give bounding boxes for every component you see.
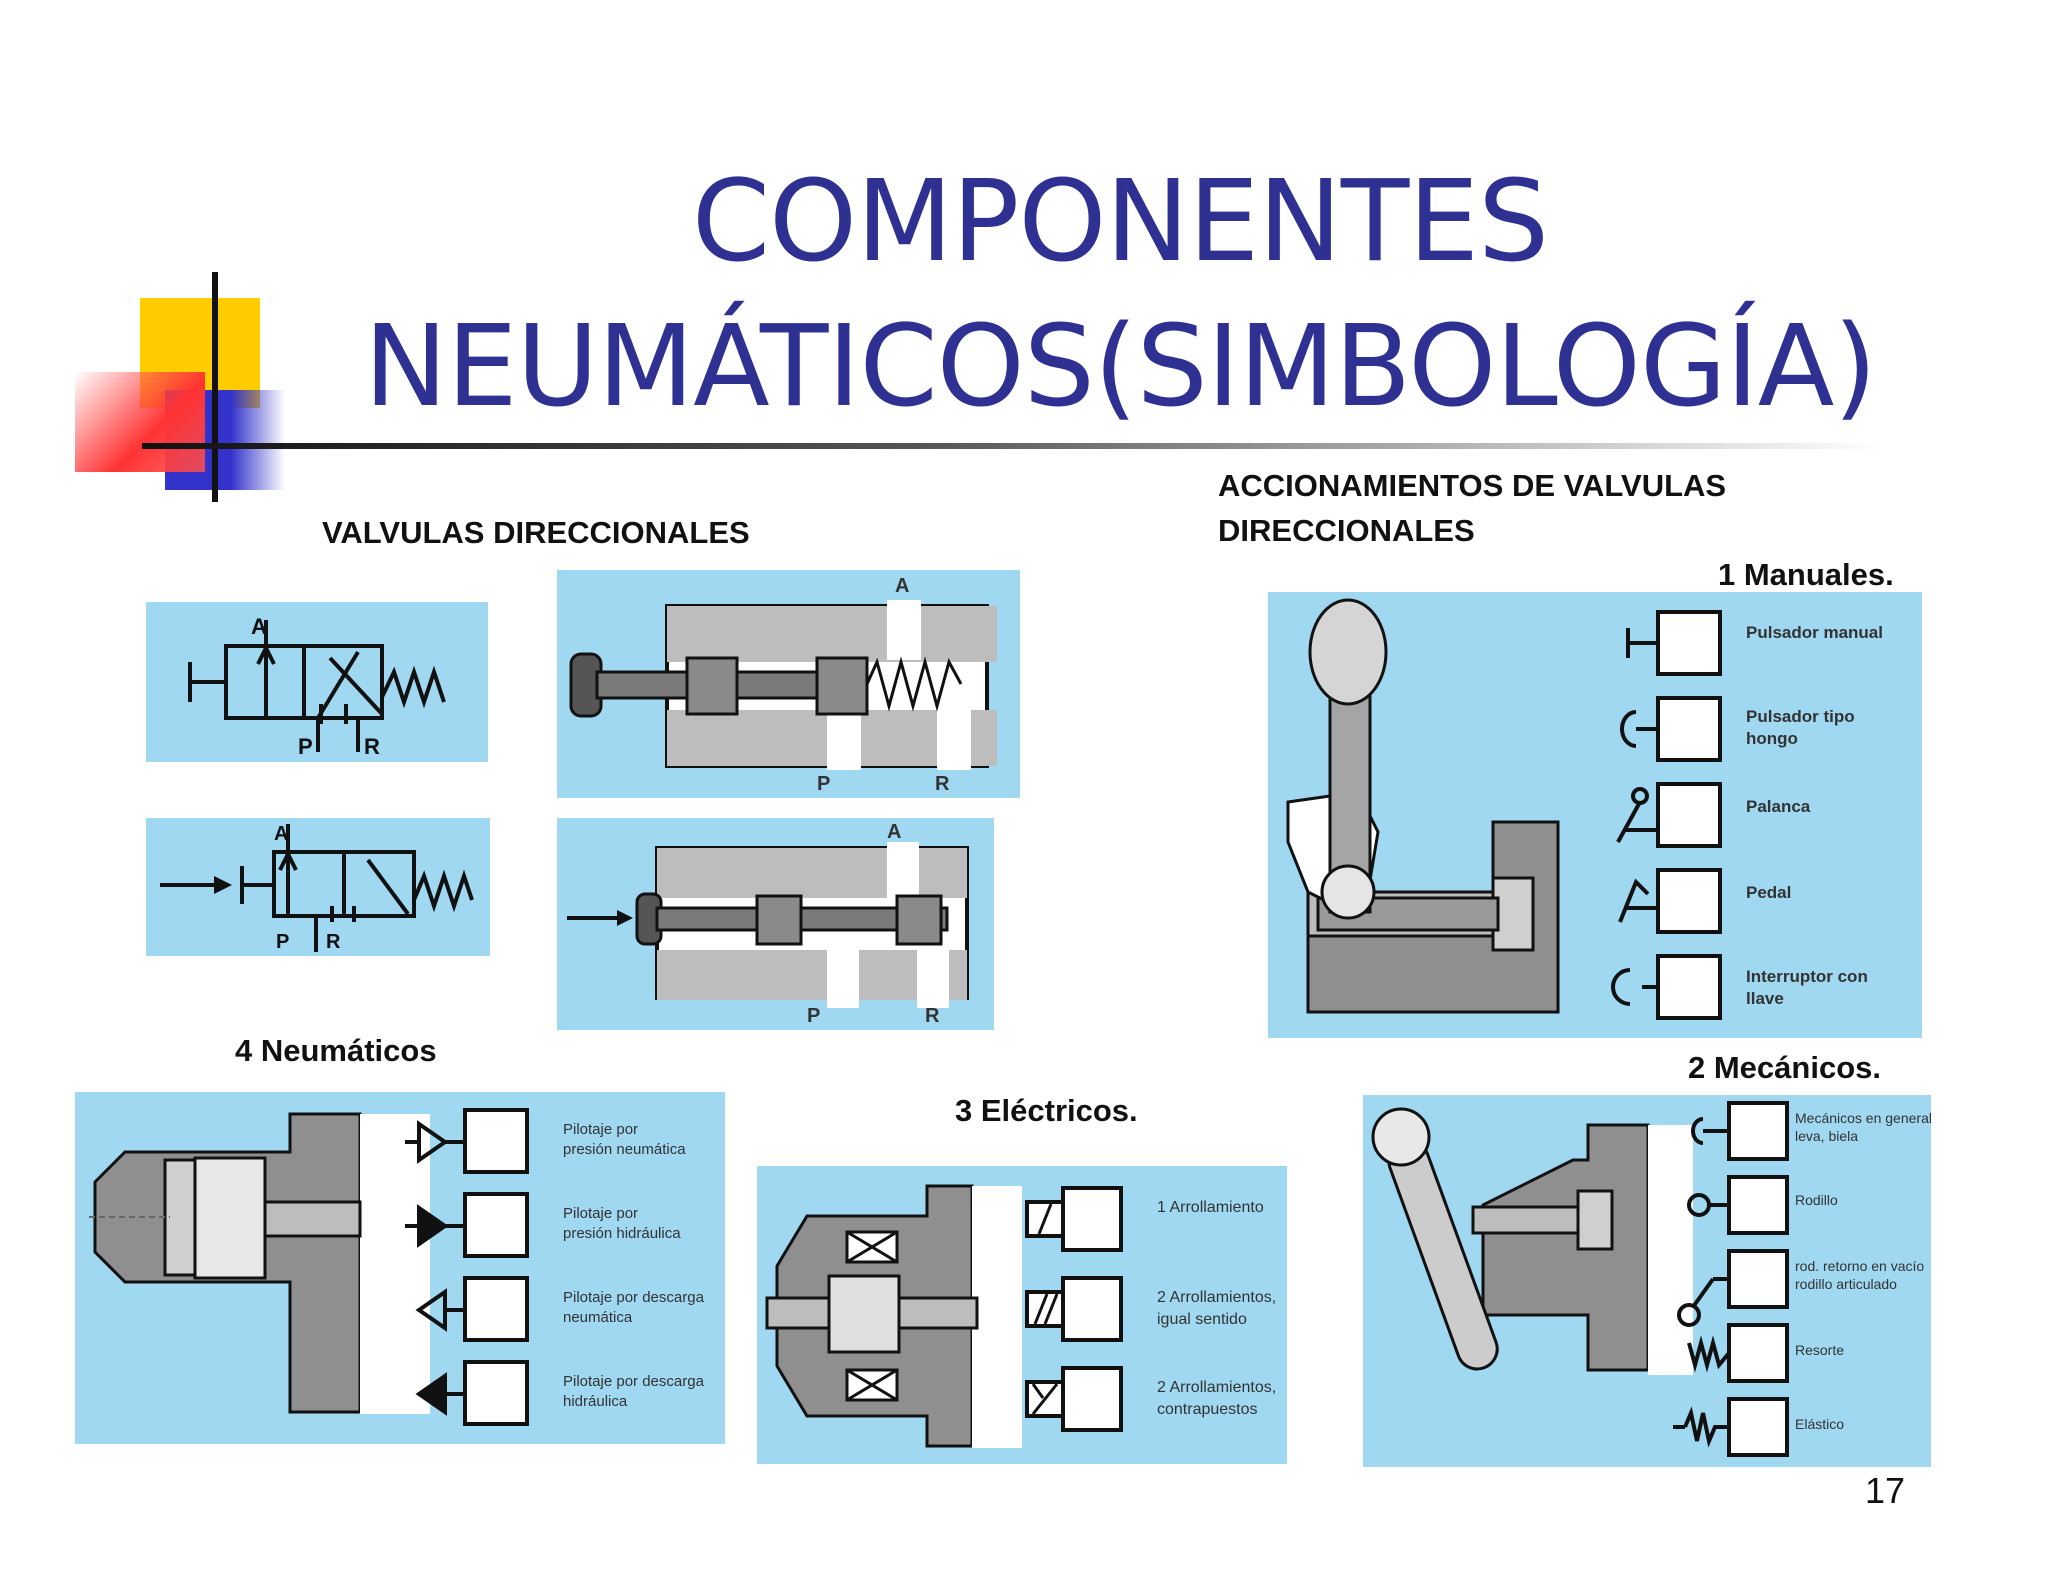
mec-item-5-text: Elástico — [1795, 1416, 1844, 1432]
manual-item-5-text: Interruptor con — [1746, 967, 1868, 986]
neum-item-4-text: Pilotaje por descarga — [563, 1373, 705, 1390]
manual-item-4-text: Pedal — [1746, 883, 1791, 902]
cutaway-port-a: A — [895, 575, 909, 597]
cutaway-port-a-2: A — [887, 821, 901, 843]
neum-item-1-text: Pilotaje por — [563, 1121, 638, 1138]
elec-item-3-text: 2 Arrollamientos, — [1157, 1379, 1276, 1396]
elec-item-2-text: 2 Arrollamientos, — [1157, 1289, 1276, 1306]
label-electricos: 3 Eléctricos. — [955, 1093, 1138, 1128]
neumaticos-symbols — [463, 1108, 529, 1426]
mecanicos-diagram: Mecánicos en general leva, biela Rodillo… — [1371, 1101, 1931, 1457]
deco-red-square — [75, 372, 205, 472]
mecanicos-symbols — [1727, 1101, 1789, 1457]
mec-item-1-text: Mecánicos en general — [1795, 1110, 1931, 1126]
mec-item-2-text: Rodillo — [1795, 1192, 1838, 1208]
label-accionamientos-line2: DIRECCIONALES — [1218, 513, 1475, 548]
valve-cutaway-manual-diagram: A P R — [569, 575, 997, 795]
neum-item-3-text: Pilotaje por descarga — [563, 1289, 705, 1306]
valve-cutaway-manual-panel: A P R — [557, 570, 1020, 798]
electricos-diagram: 1 Arrollamiento 2 Arrollamientos, igual … — [765, 1184, 1276, 1448]
port-p-label-2: P — [276, 931, 289, 953]
elec-item-1-text: 1 Arrollamiento — [1157, 1199, 1264, 1216]
manual-item-5-text-b: llave — [1746, 989, 1784, 1008]
valve-cutaway-pneumatic-panel: A P R — [557, 818, 994, 1030]
neum-item-2-text: Pilotaje por — [563, 1205, 638, 1222]
mec-item-3-text: rod. retorno en vacío — [1795, 1258, 1924, 1274]
neumaticos-panel: Pilotaje por presión neumática Pilotaje … — [75, 1092, 725, 1444]
label-valvulas-direccionales: VALVULAS DIRECCIONALES — [322, 515, 750, 550]
valve-symbol-manual-diagram: A P R — [188, 614, 446, 759]
neum-item-4-text-b: hidráulica — [563, 1393, 628, 1410]
label-accionamientos-line1: ACCIONAMIENTOS DE VALVULAS — [1218, 468, 1727, 503]
manual-item-2-text: Pulsador tipo — [1746, 707, 1855, 726]
neum-item-2-text-b: presión hidráulica — [563, 1225, 681, 1242]
mec-item-1-text-b: leva, biela — [1795, 1128, 1858, 1144]
cutaway-port-p: P — [817, 773, 830, 795]
mec-item-4-text: Resorte — [1795, 1342, 1844, 1358]
slide-title-line1: COMPONENTES — [691, 157, 1549, 287]
elec-item-3-text-b: contrapuestos — [1157, 1401, 1258, 1418]
cutaway-port-r-2: R — [925, 1005, 940, 1027]
port-r-label-2: R — [326, 931, 341, 953]
label-mecanicos: 2 Mecánicos. — [1688, 1050, 1881, 1085]
label-manuales: 1 Manuales. — [1718, 557, 1894, 592]
port-p-label: P — [298, 734, 313, 759]
valve-symbol-pneumatic-panel: A P R — [146, 818, 490, 956]
cutaway-port-r: R — [935, 773, 950, 795]
neum-item-1-text-b: presión neumática — [563, 1141, 686, 1158]
manuales-diagram: Pulsador manual Pulsador tipo hongo Pala… — [1286, 598, 1883, 1020]
page-number: 17 — [1864, 1470, 1905, 1511]
valve-symbol-pneumatic-diagram: A P R — [160, 823, 474, 953]
deco-vertical-line — [212, 272, 218, 502]
manuales-panel: Pulsador manual Pulsador tipo hongo Pala… — [1268, 592, 1922, 1038]
neumaticos-diagram: Pilotaje por presión neumática Pilotaje … — [89, 1108, 705, 1426]
electricos-panel: 1 Arrollamiento 2 Arrollamientos, igual … — [757, 1166, 1287, 1464]
port-a-label: A — [251, 614, 267, 639]
port-r-label: R — [364, 734, 380, 759]
mecanicos-panel: Mecánicos en general leva, biela Rodillo… — [1363, 1095, 1931, 1467]
title-underline — [142, 443, 1882, 449]
manual-item-1-text: Pulsador manual — [1746, 623, 1883, 642]
neum-item-3-text-b: neumática — [563, 1309, 633, 1326]
elec-item-2-text-b: igual sentido — [1157, 1311, 1247, 1328]
slide-title-line2: NEUMÁTICOS(SIMBOLOGÍA) — [363, 302, 1877, 432]
manuales-symbols — [1656, 610, 1722, 1020]
port-a-label-2: A — [274, 823, 288, 845]
mec-item-3-text-b: rodillo articulado — [1795, 1276, 1897, 1292]
valve-symbol-manual-panel: A P R — [146, 602, 488, 762]
manual-item-2-text-b: hongo — [1746, 729, 1798, 748]
valve-cutaway-pneumatic-diagram: A P R — [567, 821, 969, 1027]
manual-item-3-text: Palanca — [1746, 797, 1811, 816]
cutaway-port-p-2: P — [807, 1005, 820, 1027]
label-neumaticos: 4 Neumáticos — [235, 1033, 437, 1068]
